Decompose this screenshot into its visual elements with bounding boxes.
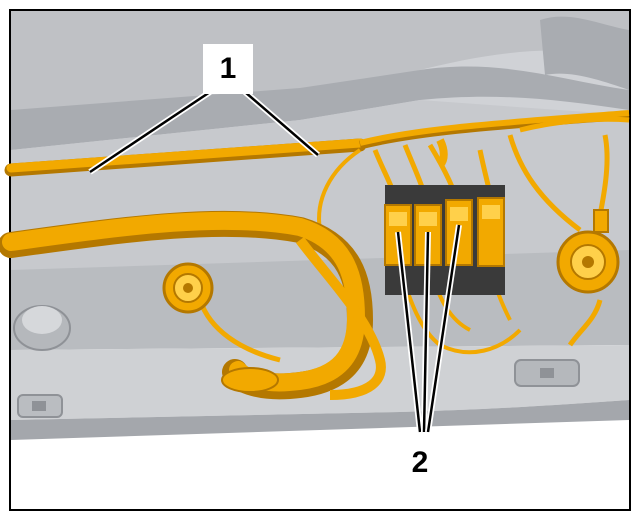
- bulb-holder-right: [556, 209, 620, 294]
- callout-1-text: 1: [219, 52, 237, 85]
- callout-2-leaders: [395, 224, 462, 433]
- callout-2-text: 2: [411, 445, 429, 479]
- connector-3: [445, 199, 473, 266]
- connector-4: [477, 197, 505, 267]
- bulb-holder-left: [162, 262, 214, 314]
- body-panel: [11, 11, 629, 440]
- callout-label-1: 1: [203, 44, 253, 94]
- callout-1-leaders: [88, 89, 320, 175]
- callout-label-2: 2: [400, 440, 440, 485]
